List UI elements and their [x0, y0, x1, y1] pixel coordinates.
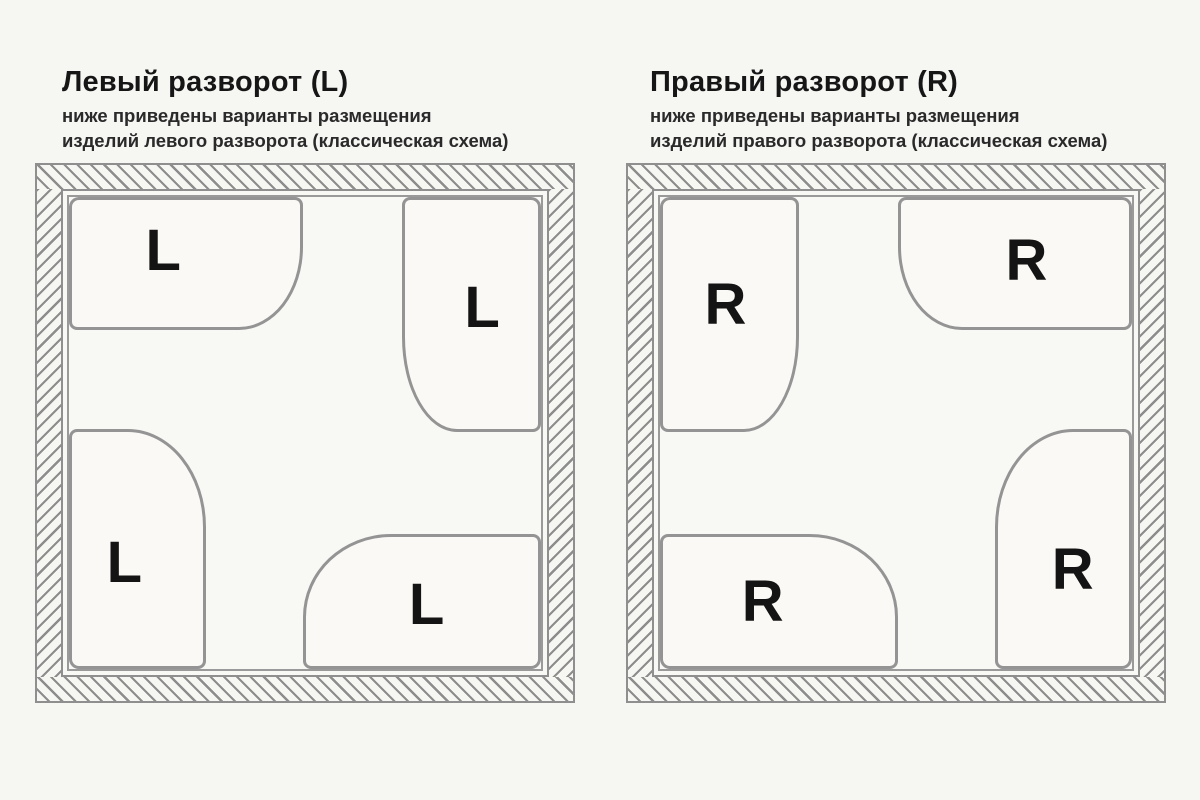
left-spread-room-diagram: L L L L	[35, 163, 575, 703]
tub-shape-top-right: R	[898, 197, 1132, 330]
room-interior: L L L L	[69, 197, 541, 669]
orientation-label: L	[106, 530, 143, 596]
tub-shape-top-right: L	[402, 197, 541, 432]
tub-shape-top-left: R	[660, 197, 799, 432]
tub-shape-bottom-right: L	[303, 534, 541, 669]
tub-shape-top-left: L	[69, 197, 303, 330]
wall-right	[1140, 165, 1164, 701]
wall-top	[628, 165, 1164, 189]
right-spread-title: Правый разворот (R)	[650, 66, 958, 98]
orientation-label: R	[1005, 227, 1048, 293]
left-spread-title: Левый разворот (L)	[62, 66, 349, 98]
right-spread-subtitle: ниже приведены варианты размещения издел…	[650, 103, 1107, 153]
orientation-label: R	[1051, 537, 1094, 603]
wall-top	[37, 165, 573, 189]
tub-shape-bottom-right: R	[995, 429, 1132, 669]
right-spread-subtitle-line-2: изделий правого разворота (классическая …	[650, 130, 1108, 151]
right-spread-subtitle-line-1: ниже приведены варианты размещения	[650, 105, 1020, 126]
wall-bottom	[628, 677, 1164, 701]
left-spread-subtitle: ниже приведены варианты размещения издел…	[62, 103, 508, 153]
wall-bottom	[37, 677, 573, 701]
right-spread-room-diagram: R R R R	[626, 163, 1166, 703]
room-interior: R R R R	[660, 197, 1132, 669]
tub-shape-bottom-left: L	[69, 429, 206, 669]
left-spread-subtitle-line-2: изделий левого разворота (классическая с…	[62, 130, 509, 151]
wall-right	[549, 165, 573, 701]
wall-left	[628, 165, 652, 701]
tub-shape-bottom-left: R	[660, 534, 898, 669]
orientation-label: L	[464, 274, 500, 340]
wall-left	[37, 165, 61, 701]
orientation-label: L	[145, 217, 181, 283]
left-spread-subtitle-line-1: ниже приведены варианты размещения	[62, 105, 432, 126]
orientation-label: L	[408, 572, 445, 638]
orientation-label: R	[741, 568, 784, 634]
orientation-label: R	[704, 272, 747, 338]
